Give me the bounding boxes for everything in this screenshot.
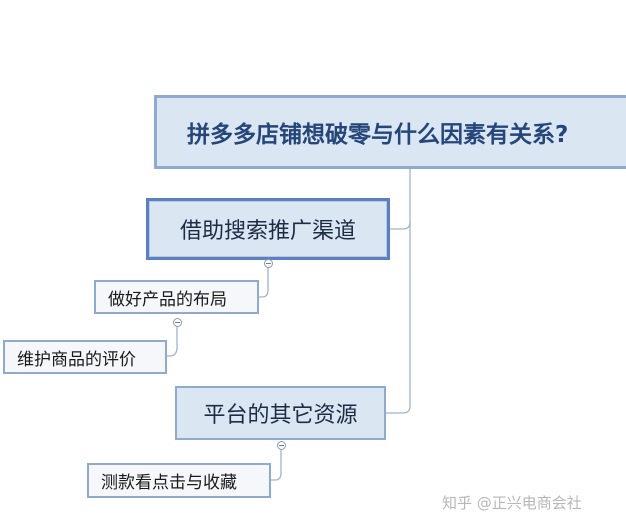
leaf1-to-leaf2-connector bbox=[167, 322, 178, 357]
leaf-node-label: 测款看点击与收藏 bbox=[101, 473, 237, 493]
branch1-to-leaf1-connector bbox=[259, 264, 269, 298]
collapse-toggle-icon[interactable] bbox=[277, 441, 286, 450]
root-to-branch2-connector bbox=[386, 222, 411, 414]
leaf-node-label: 维护商品的评价 bbox=[17, 349, 136, 370]
root-node-label: 拼多多店铺想破零与什么因素有关系? bbox=[187, 122, 569, 148]
branch-node-other-resources[interactable]: 平台的其它资源 bbox=[175, 386, 386, 440]
collapse-toggle-icon[interactable] bbox=[264, 259, 273, 268]
branch-node-label: 借助搜索推广渠道 bbox=[179, 219, 356, 244]
watermark-text: 知乎 @正兴电商会社 bbox=[442, 494, 582, 512]
leaf-node-label: 做好产品的布局 bbox=[108, 289, 227, 310]
root-to-branch1-connector bbox=[390, 169, 411, 230]
leaf-node-product-layout[interactable]: 做好产品的布局 bbox=[94, 280, 259, 314]
branch-node-search-promotion[interactable]: 借助搜索推广渠道 bbox=[146, 198, 390, 260]
watermark: 知乎 @正兴电商会社 bbox=[442, 492, 582, 513]
leaf-node-test-clicks-favorites[interactable]: 测款看点击与收藏 bbox=[87, 463, 271, 498]
collapse-toggle-icon[interactable] bbox=[173, 318, 182, 327]
branch-node-label: 平台的其它资源 bbox=[203, 403, 358, 428]
leaf-node-review-maintenance[interactable]: 维护商品的评价 bbox=[3, 340, 167, 374]
root-node[interactable]: 拼多多店铺想破零与什么因素有关系? bbox=[154, 95, 626, 169]
branch2-to-leaf3-connector bbox=[271, 444, 282, 481]
